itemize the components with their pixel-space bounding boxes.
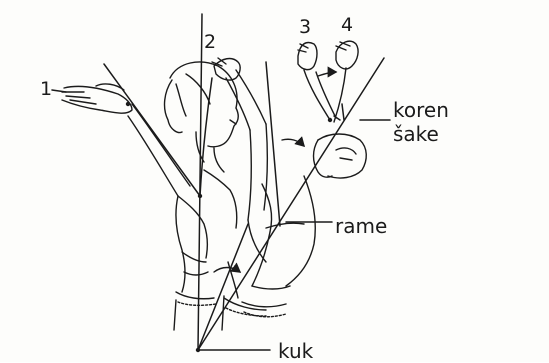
koren-label: koren: [393, 100, 449, 120]
position-3-label: 3: [299, 18, 311, 37]
position-4-label: 4: [341, 16, 353, 35]
sake-label: šake: [393, 124, 439, 144]
figure-right: [242, 41, 366, 317]
kuk-label: kuk: [278, 341, 313, 361]
rame-label: rame: [335, 216, 387, 236]
figure-middle: [212, 58, 267, 330]
position-2-label: 2: [204, 33, 216, 52]
position-1-label: 1: [40, 80, 52, 99]
figure-left: [62, 62, 238, 330]
